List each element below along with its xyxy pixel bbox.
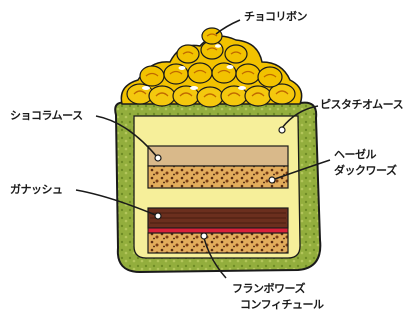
label-framboise-line1: フランボワーズ — [232, 282, 305, 295]
hazelnut-dacquoise-bottom — [147, 232, 289, 254]
label-hazelnut-line1: ヘーゼル — [334, 148, 377, 161]
label-choco-ribbon: チョコリボン — [244, 10, 308, 23]
chocolate-ribbon-topping — [120, 27, 303, 108]
leader-dots — [154, 126, 286, 240]
label-chocolat-mousse: ショコラムース — [10, 109, 83, 122]
raspberry-layer — [147, 227, 289, 234]
hazelnut-dacquoise-top — [147, 165, 289, 189]
label-ganache: ガナッシュ — [10, 183, 63, 196]
label-pistachio-mousse: ピスタチオムース — [320, 98, 404, 111]
label-framboise-line2: コンフィチュール — [240, 298, 324, 311]
leader-lines — [75, 19, 331, 279]
chocolat-mousse-layer — [147, 145, 289, 167]
label-hazelnut-line2: ダックワーズ — [334, 164, 397, 177]
